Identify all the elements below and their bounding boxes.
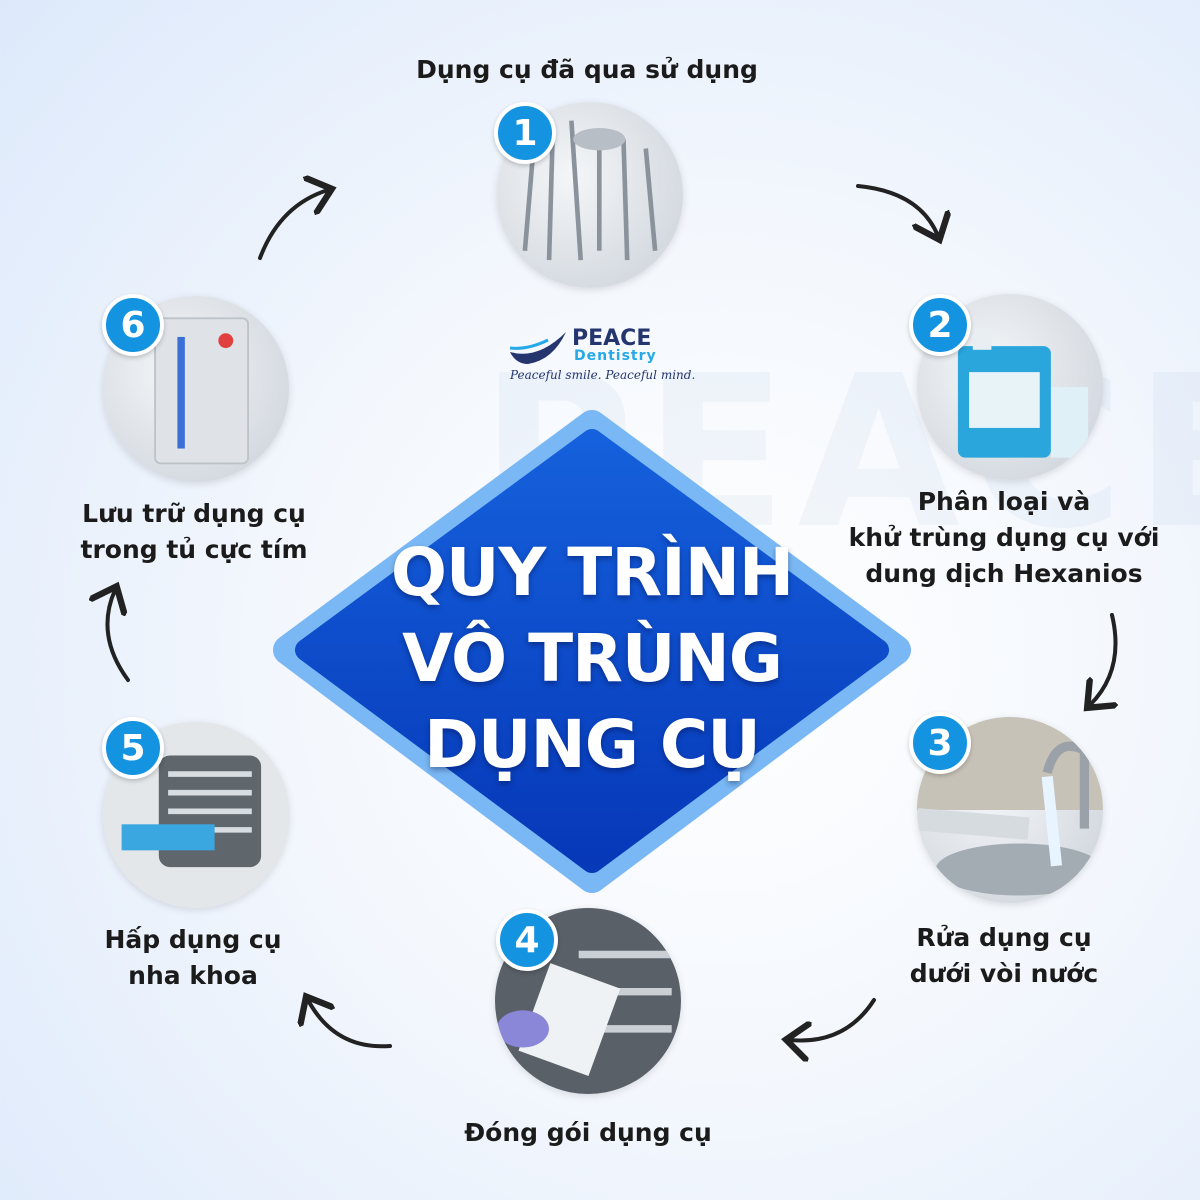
arrow-6-to-1	[258, 190, 328, 260]
logo-wave-icon	[509, 332, 566, 364]
peace-dentistry-logo: PEACE Dentistry Peaceful smile. Peaceful…	[509, 326, 696, 382]
step-label-4: Đóng gói dụng cụ	[464, 1118, 712, 1147]
packaging-photo	[495, 908, 681, 1094]
step-badge-3: 3	[909, 712, 971, 774]
arrow-5-to-6	[107, 590, 130, 682]
step-badge-2: 2	[909, 294, 971, 356]
uv-cabinet-photo	[103, 296, 289, 482]
arrow-3-to-4	[790, 998, 876, 1041]
step-badge-4: 4	[496, 909, 558, 971]
arrow-4-to-5	[308, 1000, 392, 1049]
title-diamond	[295, 429, 889, 873]
hexanios-bottle-photo	[917, 294, 1103, 480]
step-badge-5: 5	[102, 717, 164, 779]
step-label-1: Dụng cụ đã qua sử dụng	[416, 55, 758, 84]
arrow-1-to-2	[856, 184, 938, 236]
arrow-2-to-3	[1090, 613, 1116, 705]
page-title: QUY TRÌNH VÔ TRÙNG DỤNG CỤ	[390, 534, 794, 783]
step-badge-6: 6	[102, 294, 164, 356]
step-badge-1: 1	[494, 102, 556, 164]
